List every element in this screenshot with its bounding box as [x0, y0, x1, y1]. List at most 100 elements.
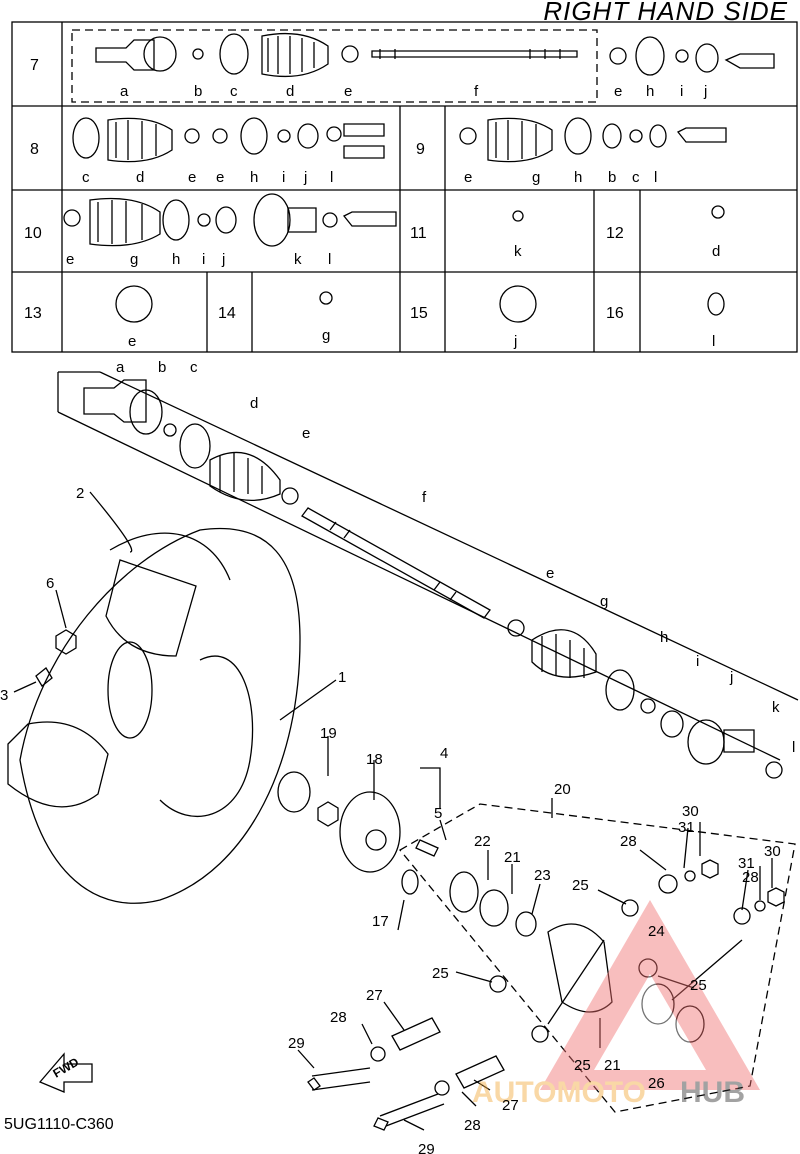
- svg-text:j: j: [703, 83, 707, 100]
- svg-text:29: 29: [418, 1141, 435, 1154]
- svg-text:a: a: [120, 83, 129, 100]
- svg-text:25: 25: [690, 977, 707, 994]
- svg-text:27: 27: [502, 1097, 519, 1114]
- row10-parts: [63, 193, 397, 247]
- svg-text:d: d: [712, 243, 720, 260]
- svg-text:b: b: [194, 83, 202, 100]
- svg-text:c: c: [190, 359, 198, 376]
- svg-text:e: e: [188, 169, 196, 186]
- svg-text:16: 16: [606, 305, 624, 322]
- svg-text:14: 14: [218, 305, 236, 322]
- svg-text:g: g: [600, 593, 608, 610]
- part-numbers: 1 2 3 4 5 6 17 18 19 20 21 22 23 24 25 2…: [0, 485, 781, 1154]
- svg-text:d: d: [250, 395, 258, 412]
- svg-text:20: 20: [554, 781, 571, 798]
- svg-text:22: 22: [474, 833, 491, 850]
- svg-text:24: 24: [648, 923, 665, 940]
- svg-text:25: 25: [572, 877, 589, 894]
- svg-text:e: e: [344, 83, 352, 100]
- svg-text:k: k: [772, 699, 780, 716]
- svg-text:g: g: [322, 327, 330, 344]
- svg-text:g: g: [532, 169, 540, 186]
- svg-text:e: e: [614, 83, 622, 100]
- svg-text:e: e: [464, 169, 472, 186]
- svg-text:18: 18: [366, 751, 383, 768]
- svg-text:27: 27: [366, 987, 383, 1004]
- exploded-view: [7, 371, 799, 1131]
- row9-parts: [459, 117, 727, 163]
- svg-text:30: 30: [682, 803, 699, 820]
- svg-text:f: f: [474, 83, 479, 100]
- watermark-text-2: HUB: [680, 1076, 745, 1109]
- svg-text:28: 28: [464, 1117, 481, 1134]
- svg-text:a: a: [116, 359, 125, 376]
- svg-text:h: h: [646, 83, 654, 100]
- svg-text:6: 6: [46, 575, 54, 592]
- svg-text:i: i: [680, 83, 683, 100]
- knuckle-group-outline: [399, 803, 796, 1113]
- svg-text:i: i: [696, 653, 699, 670]
- watermark-logo: AUTOMOTO HUB: [472, 900, 760, 1109]
- svg-text:8: 8: [30, 141, 39, 158]
- row7-parts: [95, 32, 775, 78]
- svg-text:25: 25: [574, 1057, 591, 1074]
- svg-text:l: l: [654, 169, 657, 186]
- svg-text:j: j: [513, 333, 517, 350]
- svg-text:j: j: [729, 669, 733, 686]
- svg-text:10: 10: [24, 225, 42, 242]
- svg-text:j: j: [303, 169, 307, 186]
- svg-text:g: g: [130, 251, 138, 268]
- svg-text:l: l: [712, 333, 715, 350]
- svg-text:b: b: [608, 169, 616, 186]
- svg-text:21: 21: [604, 1057, 621, 1074]
- svg-text:h: h: [574, 169, 582, 186]
- svg-text:3: 3: [0, 687, 8, 704]
- svg-text:12: 12: [606, 225, 624, 242]
- svg-text:h: h: [250, 169, 258, 186]
- watermark-text-1: AUTOMOTO: [472, 1076, 646, 1109]
- svg-text:4: 4: [440, 745, 448, 762]
- svg-text:k: k: [294, 251, 302, 268]
- svg-text:31: 31: [678, 819, 695, 836]
- svg-text:21: 21: [504, 849, 521, 866]
- svg-text:5: 5: [434, 805, 442, 822]
- svg-text:23: 23: [534, 867, 551, 884]
- svg-text:2: 2: [76, 485, 84, 502]
- fwd-label: FWD: [51, 1055, 82, 1081]
- svg-text:28: 28: [742, 869, 759, 886]
- svg-text:7: 7: [30, 57, 39, 74]
- svg-text:e: e: [66, 251, 74, 268]
- svg-text:19: 19: [320, 725, 337, 742]
- row-numbers: 7 8 9 10 11 12 13 14 15 16: [24, 57, 624, 322]
- svg-text:15: 15: [410, 305, 428, 322]
- svg-text:f: f: [422, 489, 427, 506]
- svg-text:28: 28: [330, 1009, 347, 1026]
- svg-text:i: i: [202, 251, 205, 268]
- svg-text:i: i: [282, 169, 285, 186]
- table-letters: a b c d e f e h i j c d e e h i j l e g …: [66, 83, 720, 350]
- svg-text:j: j: [221, 251, 225, 268]
- svg-text:d: d: [286, 83, 294, 100]
- drawing-code: 5UG1110-C360: [4, 1116, 114, 1133]
- svg-text:e: e: [216, 169, 224, 186]
- svg-text:25: 25: [432, 965, 449, 982]
- svg-text:d: d: [136, 169, 144, 186]
- svg-text:k: k: [514, 243, 522, 260]
- svg-text:c: c: [230, 83, 238, 100]
- svg-text:b: b: [158, 359, 166, 376]
- svg-text:31: 31: [738, 855, 755, 872]
- svg-text:e: e: [302, 425, 310, 442]
- svg-text:29: 29: [288, 1035, 305, 1052]
- table-frame: [11, 21, 798, 353]
- svg-text:l: l: [792, 739, 795, 756]
- svg-text:28: 28: [620, 833, 637, 850]
- fwd-arrow-icon: [38, 1052, 93, 1093]
- svg-text:c: c: [82, 169, 90, 186]
- row8-parts: [72, 117, 385, 163]
- svg-text:26: 26: [648, 1075, 665, 1092]
- svg-text:17: 17: [372, 913, 389, 930]
- svg-text:h: h: [172, 251, 180, 268]
- svg-text:e: e: [546, 565, 554, 582]
